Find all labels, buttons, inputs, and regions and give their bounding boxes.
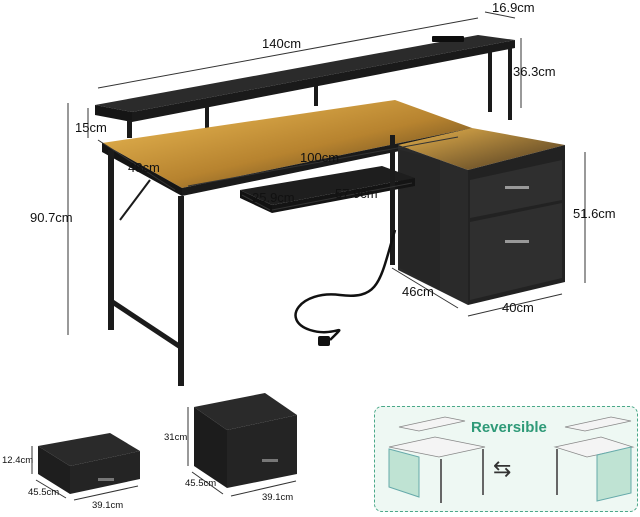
reversible-panel: Reversible ⇆ xyxy=(374,406,638,512)
small-fabric-drawer xyxy=(31,433,140,501)
swap-arrows-icon: ⇆ xyxy=(493,457,512,482)
hutch-shelf xyxy=(95,35,515,138)
label-tray-length: 57.9cm xyxy=(335,186,378,201)
label-hutch-shelf-gap: 15cm xyxy=(75,120,107,135)
drawer-handle xyxy=(505,240,529,243)
label-hutch-depth: 16.9cm xyxy=(492,0,535,15)
cabinet-drawer-bottom xyxy=(470,203,562,300)
label-total-width: 140cm xyxy=(262,36,301,51)
label-desk-depth: 48cm xyxy=(128,160,160,175)
power-cord xyxy=(294,229,397,341)
reversible-illustration xyxy=(388,416,635,503)
desk-legs xyxy=(108,135,395,386)
drawer-handle xyxy=(505,186,529,189)
label-cabinet-height: 51.6cm xyxy=(573,206,616,221)
label-cabinet-depth: 46cm xyxy=(402,284,434,299)
reversible-title: Reversible xyxy=(471,419,547,436)
label-tray-depth: 25.9cm xyxy=(252,190,295,205)
dimension-lines xyxy=(67,11,586,335)
mini-desk-left xyxy=(388,416,486,503)
plug-icon xyxy=(318,336,330,346)
drawer-handle xyxy=(262,459,278,462)
drawer-handle xyxy=(98,478,114,481)
large-drawer-width: 39.1cm xyxy=(262,492,293,503)
large-drawer-height: 31cm xyxy=(164,432,187,443)
power-outlet-icon xyxy=(432,36,464,42)
label-hutch-height: 36.3cm xyxy=(513,64,556,79)
label-tray-width: 100cm xyxy=(300,150,339,165)
label-total-height: 90.7cm xyxy=(30,210,73,225)
small-drawer-height: 12.4cm xyxy=(2,455,33,466)
small-drawer-depth: 45.5cm xyxy=(28,487,59,498)
file-cabinet xyxy=(398,128,565,305)
large-fabric-drawer xyxy=(187,393,297,497)
large-drawer-depth: 45.5cm xyxy=(185,478,216,489)
small-drawer-width: 39.1cm xyxy=(92,500,123,511)
label-cabinet-width: 40cm xyxy=(502,300,534,315)
mini-desk-right xyxy=(553,416,635,502)
